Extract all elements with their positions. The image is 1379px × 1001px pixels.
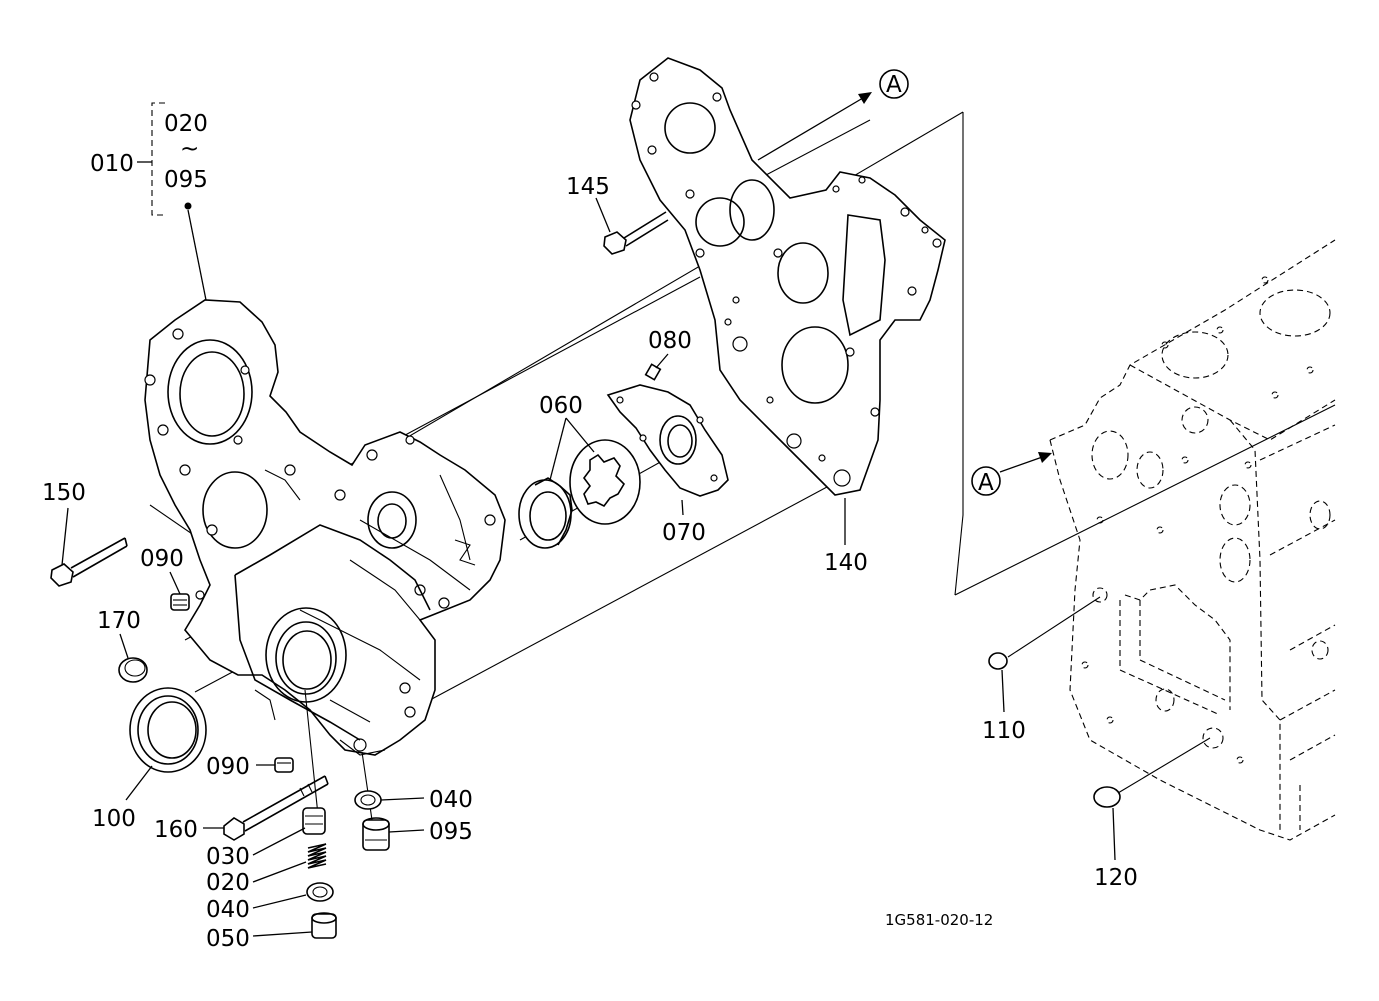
bolt-150: 150 [42,480,128,587]
callout-120: 120 [1094,865,1138,891]
assembly-bracket: 010 020 ~ 095 [90,102,208,301]
cap-170: 170 [97,608,148,683]
view-marker-a-top: A [757,69,909,161]
callout-040-right: 040 [429,787,473,813]
relief-valve-stack: 030 020 040 050 [206,689,337,952]
drain-plug-stack: 040 095 [354,751,473,851]
o-ring-110: 110 [982,596,1101,744]
callout-160: 160 [154,817,198,843]
callout-100: 100 [92,806,136,832]
oil-seal-100: 100 [92,687,207,832]
callout-145: 145 [566,174,610,200]
assembly-range-symbol: ~ [180,136,199,162]
callout-095: 095 [429,819,473,845]
callout-080: 080 [648,328,692,354]
assembly-number-label: 010 [90,151,134,177]
assembly-range-start-label: 020 [164,111,208,137]
view-marker-a-block: A [971,452,1052,496]
cylinder-block [1049,239,1336,841]
callout-140: 140 [824,550,868,576]
gear-case-housing [144,299,506,756]
callout-040-lower: 040 [206,897,250,923]
view-marker-label-top: A [886,72,902,98]
oil-pump-060: 060 [518,393,641,549]
oil-pump-cover-070: 070 [606,384,729,546]
callout-150: 150 [42,480,86,506]
callout-170: 170 [97,608,141,634]
callout-090-upper: 090 [140,546,184,572]
screw-080: 080 [644,328,692,381]
bolt-145: 145 [566,174,669,255]
callout-050: 050 [206,926,250,952]
callout-030: 030 [206,844,250,870]
callout-060: 060 [539,393,583,419]
callout-090-lower: 090 [206,754,250,780]
drawing-number: 1G581-020-12 [885,911,993,929]
stud-160: 160 [154,775,329,843]
callout-070: 070 [662,520,706,546]
view-marker-label-block: A [978,470,994,496]
plug-090-lower: 090 [206,754,294,780]
plug-090-upper: 090 [140,546,190,611]
callout-020: 020 [206,870,250,896]
callout-110: 110 [982,718,1026,744]
gear-case-plate-140: 140 [629,57,946,576]
assembly-range-end-label: 095 [164,167,208,193]
o-ring-120: 120 [1093,737,1211,891]
